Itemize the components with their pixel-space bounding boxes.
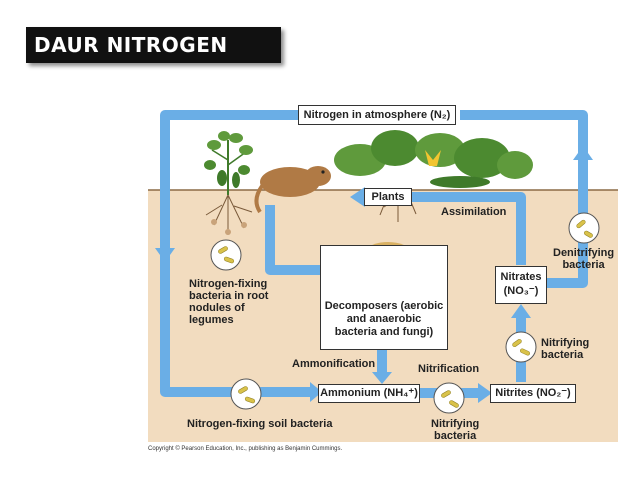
nitrogen-fixing-root-label: Nitrogen-fixing bacteria in root nodules… xyxy=(189,278,269,326)
nitrifying-bottom-label: Nitrifying bacteria xyxy=(431,418,480,442)
bacteria-nitrifying-bottom-icon xyxy=(433,382,465,414)
squash-plant-illustration xyxy=(334,130,533,188)
arrowhead-to-nitrates xyxy=(511,304,531,318)
arrowhead-left-down xyxy=(155,248,175,262)
nitrification-label: Nitrification xyxy=(418,363,480,375)
ammonium-box: Ammonium (NH₄⁺) xyxy=(318,384,420,403)
copyright-text: Copyright © Pearson Education, Inc., pub… xyxy=(148,446,343,452)
arrowhead-to-ammonium xyxy=(372,372,392,384)
bacteria-soil-icon xyxy=(230,378,262,410)
bacteria-nitrifying-icon xyxy=(505,331,537,363)
animal-illustration xyxy=(254,166,331,214)
arrowhead-soil-to-ammonium xyxy=(310,382,322,402)
nitrogen-fixing-soil-label: Nitrogen-fixing soil bacteria xyxy=(187,418,333,430)
bacteria-root-icon xyxy=(210,239,242,271)
denitrifying-label: Denitrifying bacteria xyxy=(553,247,615,271)
slide-title: DAUR NITROGEN xyxy=(26,27,281,63)
nitrites-box: Nitrites (NO₂⁻) xyxy=(490,384,576,403)
bacteria-denitrifying-icon xyxy=(568,212,600,244)
nitrifying-right-label: Nitrifying bacteria xyxy=(541,337,590,361)
arrow-assimilation xyxy=(365,192,526,265)
legume-plant-illustration xyxy=(204,131,253,235)
arrowhead-to-nitrites xyxy=(478,383,492,403)
arrow-denitrify-to-atmosphere xyxy=(460,110,588,288)
arrow-organisms-to-decomposers xyxy=(265,205,320,275)
decomposers-box: Decomposers (aerobic and anaerobic bacte… xyxy=(320,245,448,350)
arrowhead-up-denitrify xyxy=(573,146,593,160)
arrowhead-to-plants xyxy=(350,187,365,207)
assimilation-label: Assimilation xyxy=(441,206,507,218)
nitrates-box: Nitrates (NO₃⁻) xyxy=(495,266,547,304)
ammonification-label: Ammonification xyxy=(292,358,376,370)
plants-box: Plants xyxy=(364,188,412,206)
atmosphere-box: Nitrogen in atmosphere (N₂) xyxy=(298,105,456,125)
